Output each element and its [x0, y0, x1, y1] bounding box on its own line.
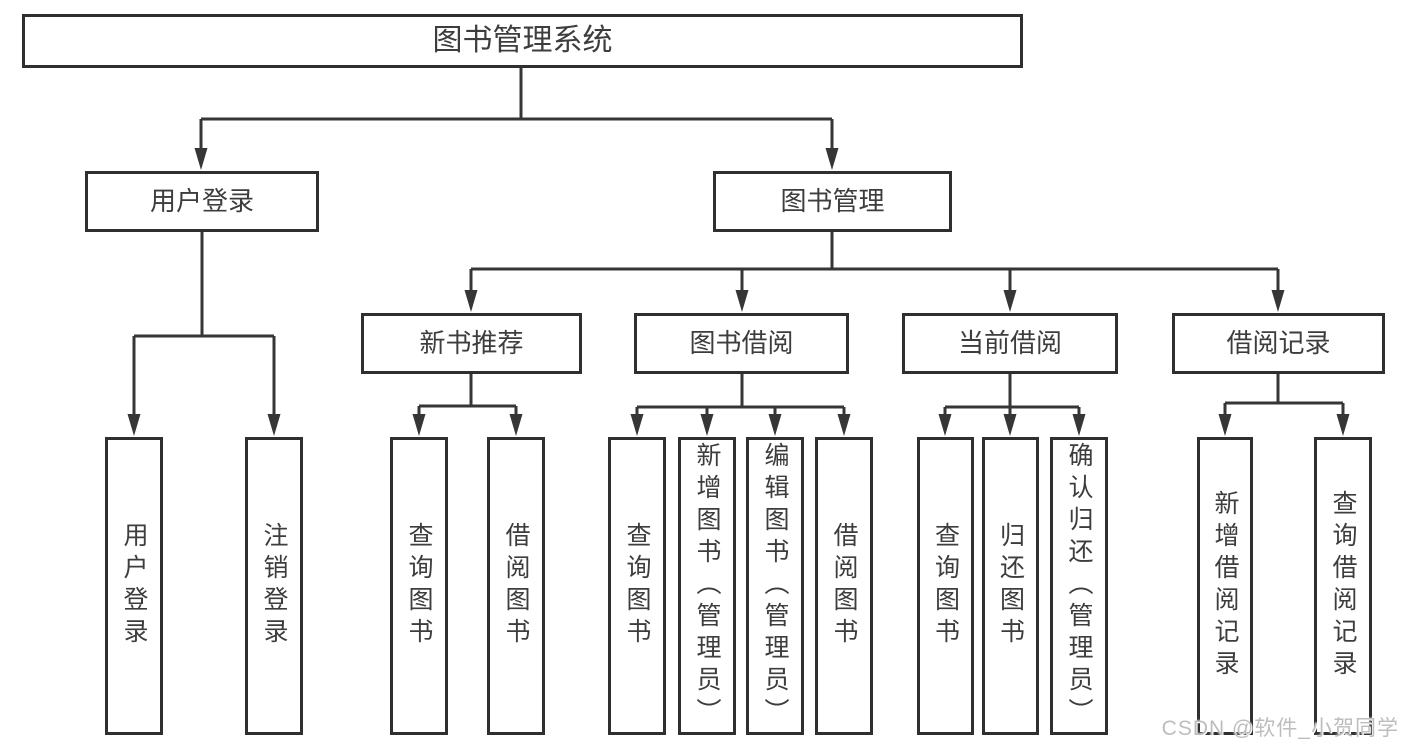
arrowhead	[1271, 290, 1285, 312]
arrowhead	[1336, 414, 1350, 436]
arrowhead	[735, 290, 749, 312]
node-current-borrow-label: 当前借阅	[957, 327, 1062, 358]
node-leaf-cb-confirm: 确认归还（管理员）	[1050, 437, 1108, 735]
node-leaf-br-add: 新增借阅记录	[1197, 437, 1253, 735]
node-leaf-bb-query-label: 查询图书	[623, 522, 651, 650]
node-leaf-user-login: 用户登录	[105, 437, 163, 735]
node-user-login: 用户登录	[85, 171, 319, 232]
node-leaf-bb-add: 新增图书（管理员）	[678, 437, 736, 735]
arrowhead	[1072, 414, 1086, 436]
node-book-borrow-label: 图书借阅	[689, 327, 794, 358]
arrowhead	[1003, 290, 1017, 312]
node-leaf-cb-return: 归还图书	[982, 437, 1039, 735]
edge-book-mgmt-to-level3	[469, 232, 1280, 292]
node-leaf-nb-borrow-label: 借阅图书	[502, 522, 530, 650]
node-leaf-nb-borrow: 借阅图书	[487, 437, 545, 735]
arrowhead	[1218, 414, 1232, 436]
node-borrow-records-label: 借阅记录	[1226, 327, 1331, 358]
arrowhead	[938, 414, 952, 436]
arrowhead	[1003, 414, 1017, 436]
node-leaf-nb-query: 查询图书	[390, 437, 448, 735]
arrowhead	[768, 414, 782, 436]
node-root: 图书管理系统	[22, 14, 1023, 68]
edge-new-books-to-children	[417, 374, 518, 416]
node-current-borrow: 当前借阅	[902, 313, 1118, 374]
node-book-mgmt: 图书管理	[713, 171, 952, 232]
node-leaf-cb-query: 查询图书	[917, 437, 974, 735]
node-borrow-records: 借阅记录	[1172, 313, 1385, 374]
node-leaf-bb-edit: 编辑图书（管理员）	[746, 437, 804, 735]
node-book-mgmt-label: 图书管理	[780, 185, 885, 216]
node-leaf-nb-query-label: 查询图书	[405, 522, 433, 650]
node-leaf-bb-borrow: 借阅图书	[815, 437, 873, 735]
node-user-login-label: 用户登录	[149, 185, 254, 216]
node-new-books-label: 新书推荐	[419, 327, 524, 358]
edges	[132, 68, 1345, 416]
node-book-borrow: 图书借阅	[634, 313, 849, 374]
node-leaf-br-query-label: 查询借阅记录	[1329, 490, 1357, 682]
watermark: CSDN @软件_小贺同学	[1161, 717, 1399, 740]
node-leaf-bb-query: 查询图书	[608, 437, 666, 735]
edge-book-borrow-to-children	[635, 374, 846, 416]
arrowhead	[700, 414, 714, 436]
node-leaf-user-login-label: 用户登录	[120, 522, 148, 650]
node-leaf-logout-label: 注销登录	[260, 522, 288, 650]
node-root-label: 图书管理系统	[432, 24, 613, 57]
arrowhead	[267, 414, 281, 436]
node-leaf-bb-borrow-label: 借阅图书	[830, 522, 858, 650]
arrowhead	[837, 414, 851, 436]
node-leaf-cb-confirm-label: 确认归还（管理员）	[1065, 442, 1093, 730]
node-leaf-bb-add-label: 新增图书（管理员）	[693, 442, 721, 730]
node-leaf-bb-edit-label: 编辑图书（管理员）	[761, 442, 789, 730]
edge-borrow-records-to-children	[1223, 374, 1345, 416]
node-leaf-br-add-label: 新增借阅记录	[1211, 490, 1239, 682]
arrowhead	[412, 414, 426, 436]
edge-root-to-level2	[199, 68, 834, 150]
edge-current-borrow-to-children	[943, 374, 1081, 416]
arrowhead	[509, 414, 523, 436]
arrowheads	[127, 148, 1350, 436]
node-leaf-cb-query-label: 查询图书	[931, 522, 960, 650]
arrowhead	[464, 290, 478, 312]
arrowhead	[194, 148, 208, 170]
node-new-books: 新书推荐	[361, 313, 582, 374]
arrowhead	[825, 148, 839, 170]
node-leaf-cb-return-label: 归还图书	[996, 522, 1025, 650]
arrowhead	[127, 414, 141, 436]
node-leaf-br-query: 查询借阅记录	[1314, 437, 1372, 735]
edge-user-login-to-children	[132, 232, 276, 416]
arrowhead	[630, 414, 644, 436]
node-leaf-logout: 注销登录	[245, 437, 303, 735]
